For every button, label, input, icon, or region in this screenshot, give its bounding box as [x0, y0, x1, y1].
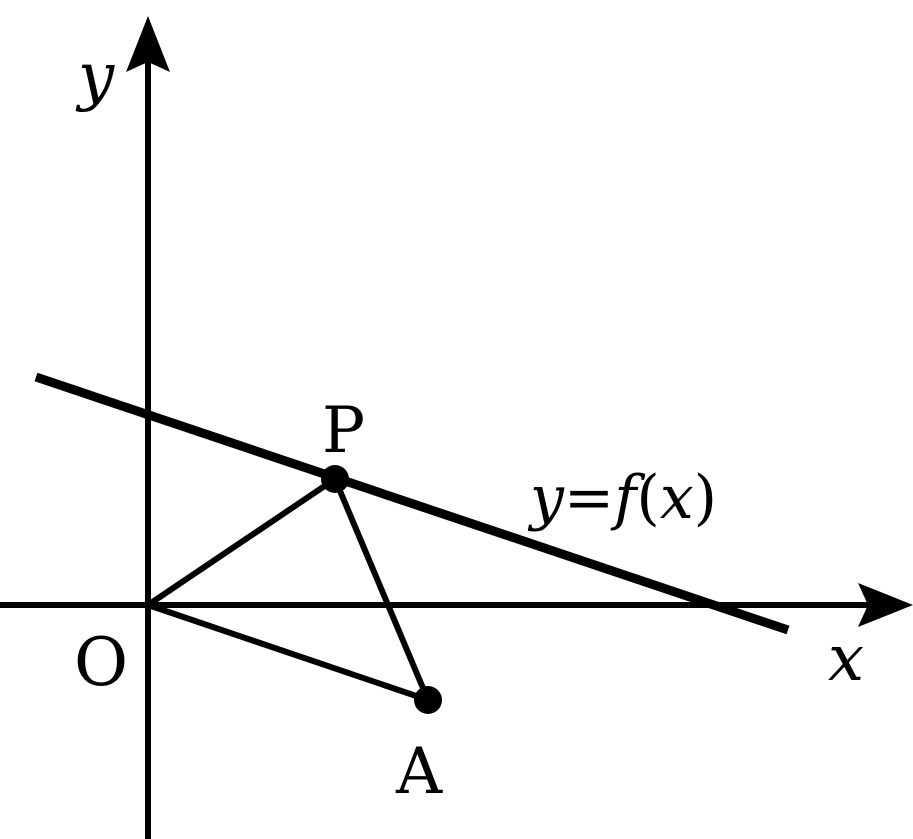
line-f-label-open: ( [636, 463, 659, 533]
point-a [414, 686, 442, 714]
x-axis-arrow [858, 583, 913, 627]
point-a-label: A [395, 735, 443, 809]
segment-op [146, 476, 337, 608]
point-p-label: P [322, 394, 365, 468]
line-f-label: y=f(x) [527, 463, 717, 533]
x-axis-label: x [828, 622, 864, 696]
line-f-label-close: ) [694, 463, 717, 533]
line-f-label-y: y [527, 463, 565, 533]
line-f-label-eq: = [564, 463, 614, 533]
line-f-label-x: x [660, 463, 694, 533]
segment-oa [147, 602, 429, 703]
y-axis-label: y [75, 40, 115, 114]
origin-label: O [74, 624, 128, 701]
segment-pa [332, 477, 431, 702]
y-axis-arrow [126, 16, 170, 72]
line-f [34, 372, 790, 635]
point-p [321, 465, 349, 493]
